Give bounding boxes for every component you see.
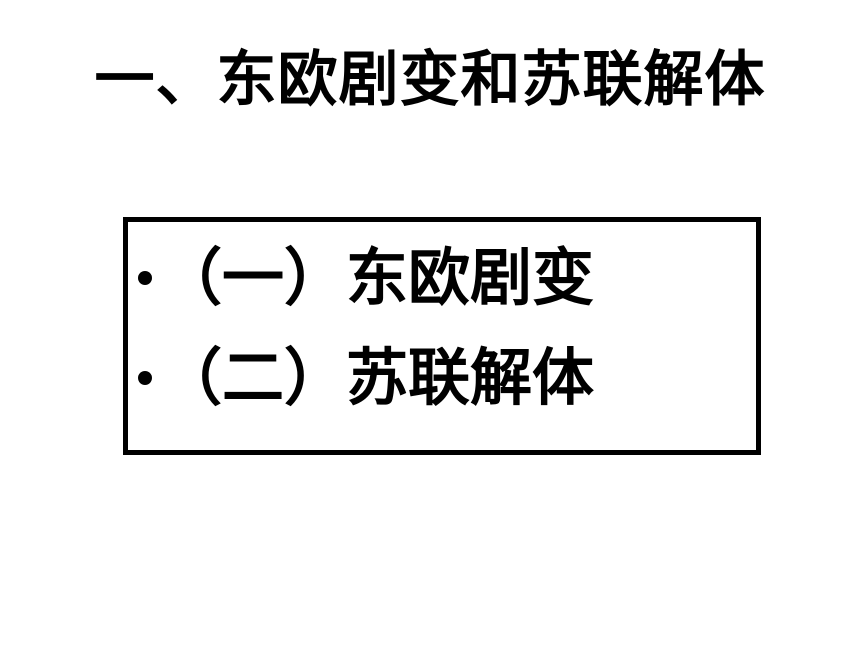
- outline-item-label: （二）苏联解体: [160, 341, 595, 414]
- slide-title: 一、东欧剧变和苏联解体: [94, 45, 766, 115]
- outline-item-label: （一）东欧剧变: [160, 241, 595, 314]
- outline-list: （一）东欧剧变 （二）苏联解体: [136, 228, 594, 428]
- outline-item-eastern-europe: （一）东欧剧变: [136, 228, 594, 328]
- bullet-icon: [138, 271, 152, 285]
- outline-item-soviet-union: （二）苏联解体: [136, 328, 594, 428]
- bullet-icon: [138, 371, 152, 385]
- outline-box: （一）东欧剧变 （二）苏联解体: [123, 217, 761, 455]
